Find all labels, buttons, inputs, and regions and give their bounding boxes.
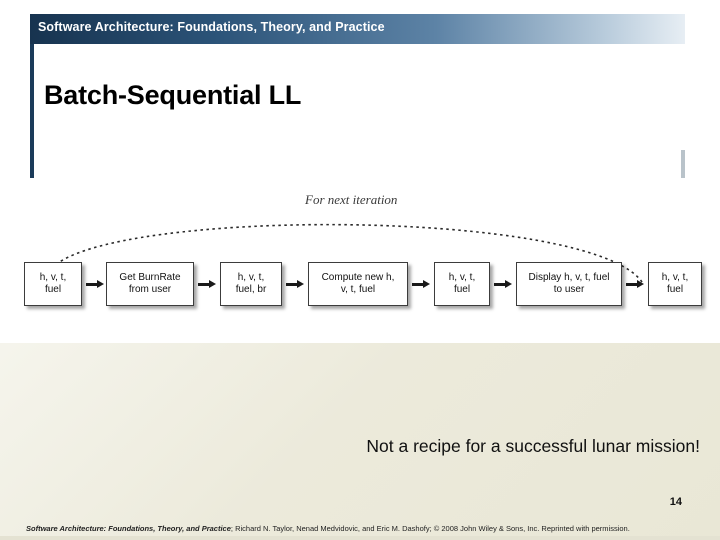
- arrow-n4-n5: [412, 280, 430, 289]
- arrow-n6-n7: [626, 280, 644, 289]
- node-n2: Get BurnRate from user: [106, 262, 194, 306]
- page-number: 14: [669, 496, 682, 508]
- node-n3-label: h, v, t, fuel, br: [235, 272, 267, 295]
- node-n6: Display h, v, t, fuel to user: [516, 262, 622, 306]
- page-title: Batch-Sequential LL: [44, 80, 302, 110]
- node-n7: h, v, t, fuel: [648, 262, 702, 306]
- footer-rest-part: ; Richard N. Taylor, Nenad Medvidovic, a…: [230, 524, 630, 533]
- right-accent-rule: [681, 150, 685, 178]
- node-n6-label: Display h, v, t, fuel to user: [528, 272, 610, 295]
- footer-italic-part: Software Architecture: Foundations, Theo…: [26, 524, 231, 533]
- arrow-n1-n2: [86, 280, 104, 289]
- arrow-n5-n6: [494, 280, 512, 289]
- bottom-strip: [0, 536, 720, 540]
- batch-sequential-diagram: For next iteration h, v, t, fuel Get Bur…: [0, 178, 720, 343]
- header-bar: Software Architecture: Foundations, Theo…: [30, 14, 685, 44]
- slide-caption: Not a recipe for a successful lunar miss…: [366, 436, 700, 456]
- node-n1: h, v, t, fuel: [24, 262, 82, 306]
- node-n5-label: h, v, t, fuel: [448, 272, 476, 295]
- node-n7-label: h, v, t, fuel: [661, 272, 689, 295]
- arrow-n3-n4: [286, 280, 304, 289]
- node-n5: h, v, t, fuel: [434, 262, 490, 306]
- node-n3: h, v, t, fuel, br: [220, 262, 282, 306]
- left-accent-rule: [30, 44, 34, 178]
- header-title: Software Architecture: Foundations, Theo…: [38, 20, 385, 34]
- arrow-n2-n3: [198, 280, 216, 289]
- node-n1-label: h, v, t, fuel: [39, 272, 67, 295]
- node-n2-label: Get BurnRate from user: [119, 272, 181, 295]
- node-n4: Compute new h, v, t, fuel: [308, 262, 408, 306]
- loop-label: For next iteration: [305, 192, 398, 207]
- footer-credit: Software Architecture: Foundations, Theo…: [26, 524, 630, 533]
- node-n4-label: Compute new h, v, t, fuel: [321, 272, 395, 295]
